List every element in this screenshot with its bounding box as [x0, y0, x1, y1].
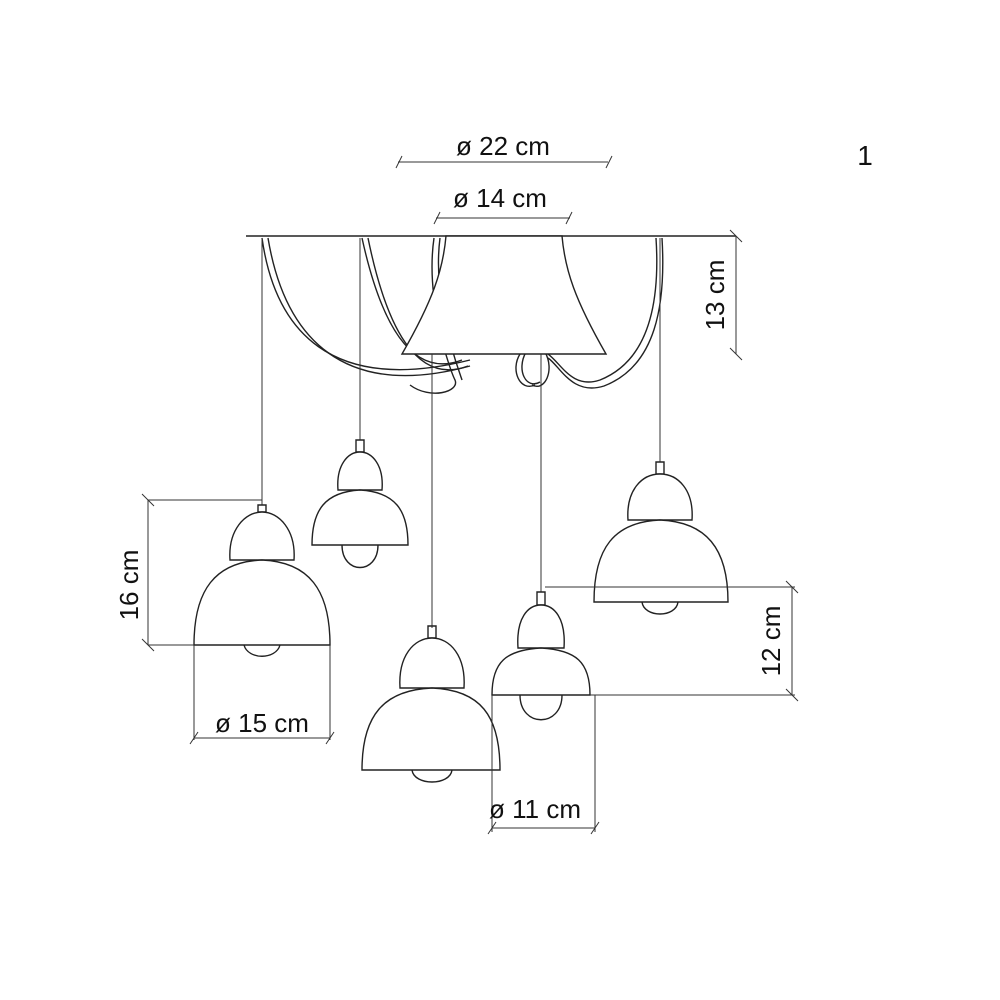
dimension-small-shade-diameter: ø 11 cm	[487, 695, 600, 835]
pendant-shade-large-left	[193, 504, 331, 657]
label-large-shade-diameter: ø 15 cm	[215, 708, 309, 738]
label-large-shade-height: 16 cm	[114, 550, 144, 621]
label-small-shade-diameter: ø 11 cm	[489, 794, 581, 824]
dimension-canopy-height: 13 cm	[700, 229, 743, 361]
pendant-shade-small-upper	[311, 439, 409, 569]
canopy	[400, 235, 608, 355]
label-canopy-outer-diameter: ø 22 cm	[456, 131, 550, 161]
pendant-shade-large-center	[361, 625, 501, 783]
dimension-large-shade-height: 16 cm	[114, 493, 262, 652]
pendant-shade-small-right	[491, 591, 591, 721]
pendant-shade-large-right	[593, 461, 729, 615]
cable-loops	[261, 237, 664, 394]
label-canopy-height: 13 cm	[700, 260, 730, 331]
dimension-small-shade-height: 12 cm	[545, 580, 799, 702]
label-canopy-inner-diameter: ø 14 cm	[453, 183, 547, 213]
label-small-shade-height: 12 cm	[756, 606, 786, 677]
figure-number: 1	[857, 140, 873, 171]
dimension-large-shade-diameter: ø 15 cm	[189, 645, 335, 745]
dimension-canopy-inner: ø 14 cm	[433, 183, 573, 225]
drop-cords	[261, 238, 661, 628]
dimension-canopy-outer: ø 22 cm	[395, 131, 613, 169]
